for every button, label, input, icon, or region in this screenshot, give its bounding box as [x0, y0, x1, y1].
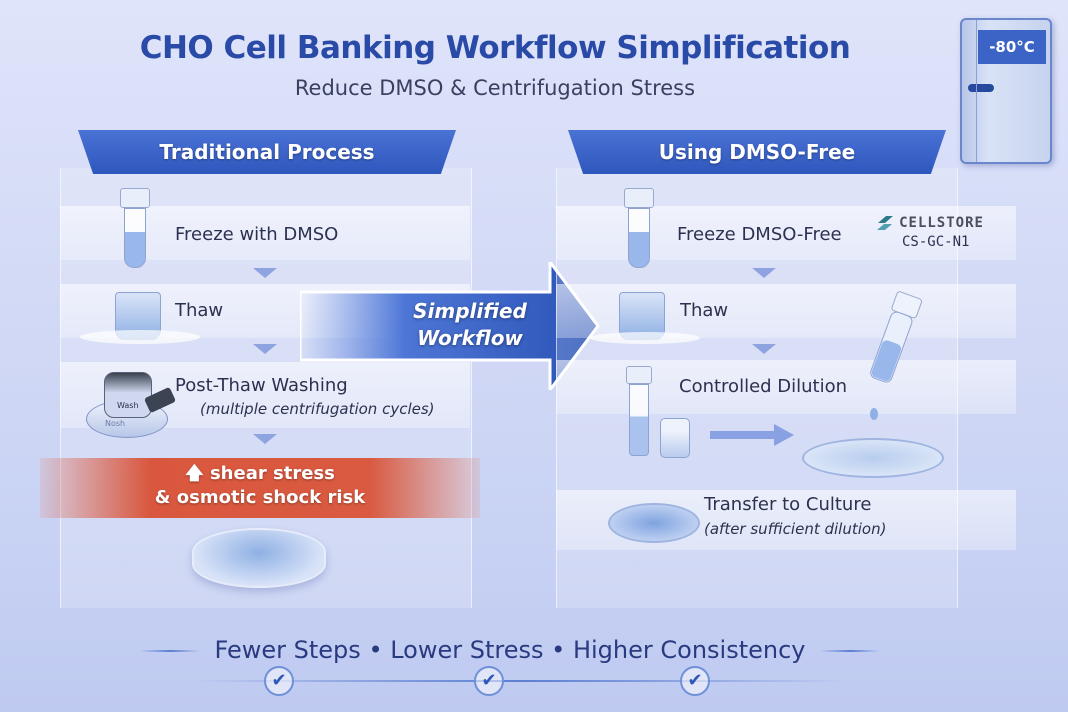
simplified-workflow-arrow	[300, 262, 600, 390]
step-label: Freeze with DMSO	[175, 224, 339, 245]
freezer-door-edge	[976, 20, 977, 162]
arrow-up-icon: 🡅	[185, 463, 204, 484]
arrow-label: Simplified Workflow	[380, 298, 560, 352]
arrow-label-line-1: Simplified	[413, 299, 527, 323]
step-label: Controlled Dilution	[679, 376, 848, 397]
check-icon: ✔	[680, 666, 710, 696]
damaged-cells-dish-icon	[192, 528, 326, 588]
chevron-down-icon	[253, 344, 277, 354]
step-label: Freeze DMSO-Free	[677, 224, 842, 245]
risk-line-2: & osmotic shock risk	[154, 487, 366, 508]
risk-banner: 🡅 shear stress & osmotic shock risk	[40, 458, 480, 518]
arrow-label-line-2: Workflow	[417, 326, 523, 350]
chevron-down-icon	[752, 268, 776, 278]
petri-dish-icon	[608, 503, 700, 543]
divider-line	[820, 650, 880, 652]
step-label: Transfer to Culture	[704, 494, 872, 515]
risk-line-1: shear stress	[209, 463, 335, 484]
device-label: Nosh	[105, 419, 126, 428]
step-label: Thaw	[175, 300, 224, 321]
device-label: Wash	[117, 401, 139, 410]
culture-dish-icon	[802, 438, 944, 478]
arrow-right-icon	[710, 424, 794, 446]
traditional-heading: Traditional Process	[78, 130, 456, 174]
divider-line	[190, 680, 850, 682]
page-subtitle: Reduce DMSO & Centrifugation Stress	[294, 76, 696, 100]
centrifuge-icon: Wash	[104, 372, 152, 418]
separator: •	[368, 636, 383, 664]
chevron-down-icon	[752, 344, 776, 354]
chevron-down-icon	[253, 434, 277, 444]
benefit-fewer-steps: Fewer Steps	[214, 636, 361, 664]
chevron-down-icon	[253, 268, 277, 278]
cryovial-icon	[624, 188, 654, 268]
dmso-free-heading: Using DMSO-Free	[568, 130, 946, 174]
check-icon: ✔	[264, 666, 294, 696]
cellstore-logo: CELLSTORE	[876, 212, 984, 231]
page-title: CHO Cell Banking Workflow Simplification	[139, 30, 851, 66]
dilution-vial-icon	[870, 291, 923, 420]
media-bottle-icon	[660, 418, 690, 458]
brand-name: CELLSTORE	[899, 215, 984, 231]
step-note: (after sufficient dilution)	[704, 520, 887, 538]
benefit-lower-stress: Lower Stress	[390, 636, 544, 664]
frost-decoration	[590, 332, 700, 344]
step-label: Post-Thaw Washing	[175, 375, 348, 396]
freezer-handle	[968, 84, 994, 92]
benefits-line: Fewer Steps • Lower Stress • Higher Cons…	[200, 636, 820, 664]
frost-decoration	[80, 330, 200, 344]
cryovial-icon	[120, 188, 150, 268]
step-note: (multiple centrifugation cycles)	[200, 400, 435, 418]
check-icon: ✔	[474, 666, 504, 696]
divider-line	[140, 650, 200, 652]
cellstore-logo-icon	[877, 215, 893, 230]
step-label: Thaw	[680, 300, 729, 321]
freezer-temperature: -80°C	[978, 30, 1046, 64]
separator: •	[551, 636, 566, 664]
benefit-higher-consistency: Higher Consistency	[572, 636, 806, 664]
dilution-tube-icon	[626, 366, 652, 456]
product-code: CS-GC-N1	[902, 234, 970, 250]
freezer-icon: -80°C	[960, 18, 1052, 164]
